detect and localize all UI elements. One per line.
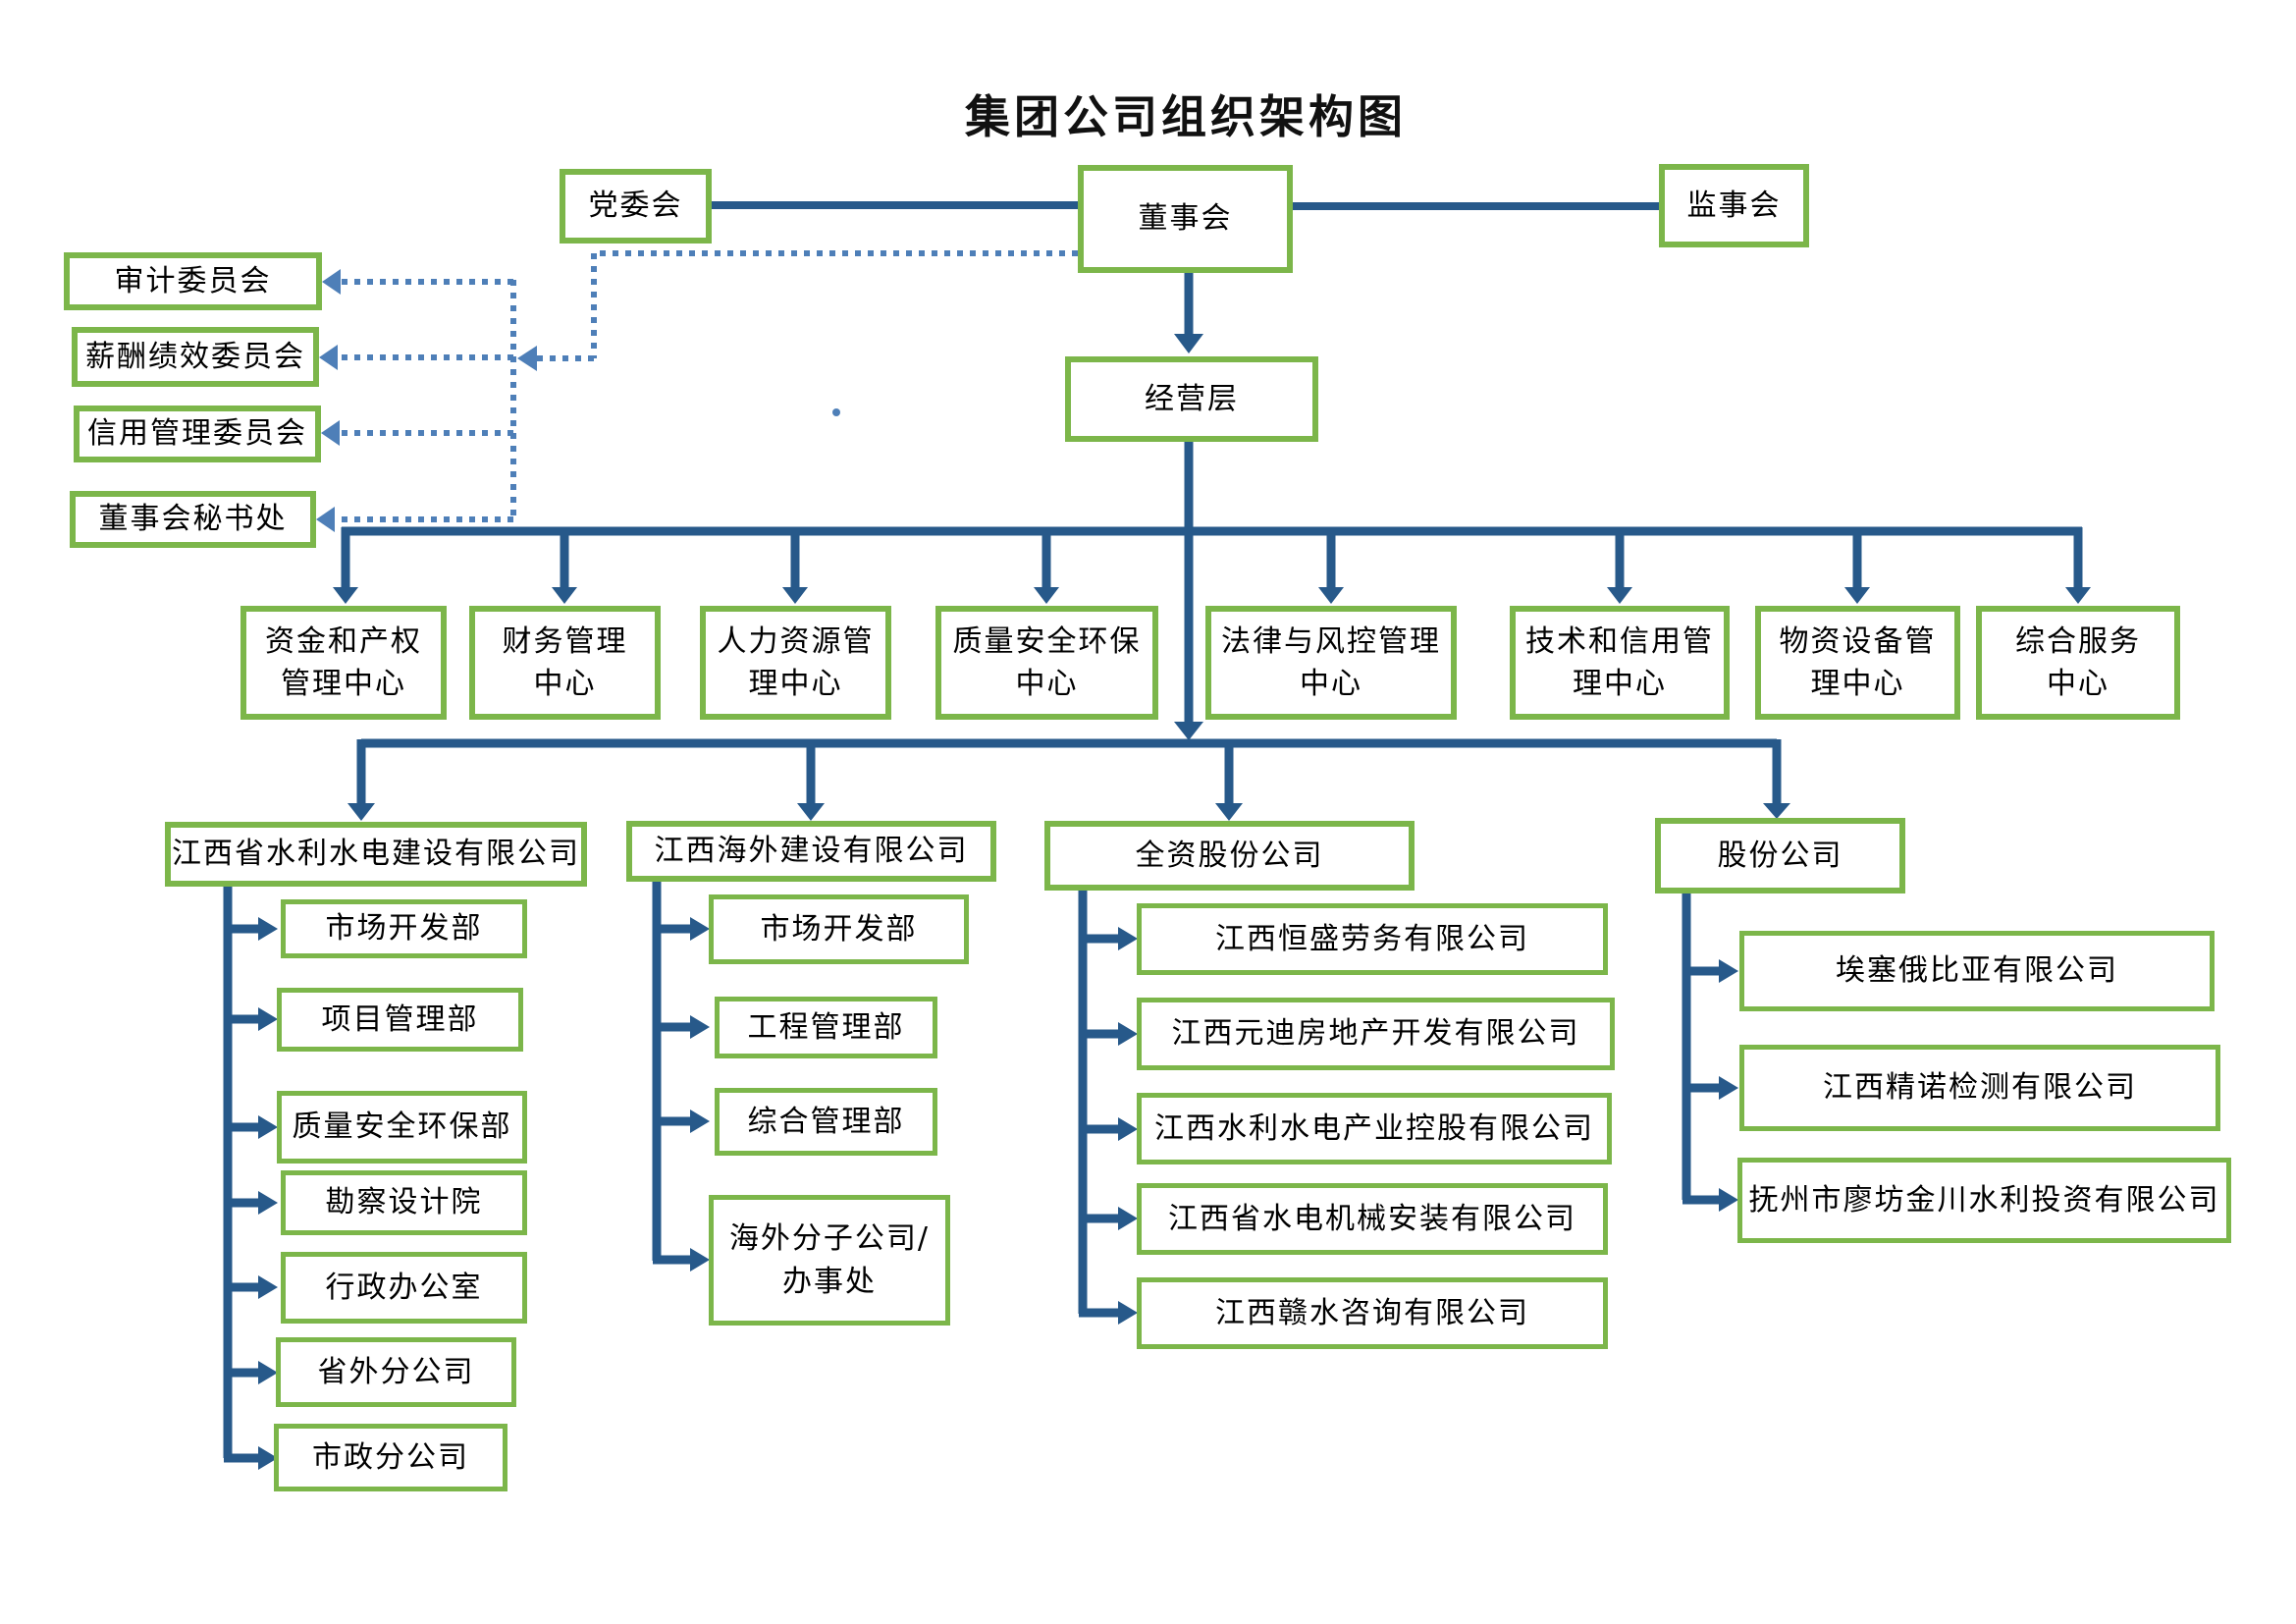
box-quality-safety-environment-dept: 质量安全环保部 xyxy=(277,1091,527,1164)
box-party-committee: 党委会 xyxy=(560,169,712,244)
box-market-development-dept-1: 市场开发部 xyxy=(281,899,527,958)
subsidiaries-drop-arrows xyxy=(347,739,1790,821)
arrowhead xyxy=(1174,722,1203,740)
box-credit-management-committee: 信用管理委员会 xyxy=(74,406,321,462)
arrowhead xyxy=(517,346,537,371)
arrowhead xyxy=(1174,334,1203,353)
box-hydropower-machinery-installation-company: 江西省水电机械安装有限公司 xyxy=(1137,1183,1608,1255)
box-board-secretariat: 董事会秘书处 xyxy=(70,491,316,548)
box-center-legal-risk: 法律与风控管理 中心 xyxy=(1205,606,1457,720)
box-survey-design-institute: 勘察设计院 xyxy=(281,1170,527,1235)
box-center-materials-equipment: 物资设备管 理中心 xyxy=(1755,606,1960,720)
box-shareholding-companies: 股份公司 xyxy=(1655,818,1905,893)
box-supervisory-board: 监事会 xyxy=(1659,164,1809,247)
stray-dot xyxy=(832,408,840,416)
solid-connectors xyxy=(223,201,2091,1470)
box-overseas-subsidiaries-offices: 海外分子公司/ 办事处 xyxy=(709,1195,950,1326)
box-center-general-services: 综合服务 中心 xyxy=(1976,606,2180,720)
box-ganshui-consulting-company: 江西赣水咨询有限公司 xyxy=(1137,1277,1608,1349)
box-ethiopia-company: 埃塞俄比亚有限公司 xyxy=(1739,931,2215,1011)
box-hengsheng-labor-company: 江西恒盛劳务有限公司 xyxy=(1137,903,1608,975)
column1-branch xyxy=(223,887,278,1470)
box-center-human-resources: 人力资源管 理中心 xyxy=(700,606,891,720)
box-fuzhou-liaofang-jinchuan-investment-company: 抚州市廖坊金川水利投资有限公司 xyxy=(1737,1158,2231,1243)
page-title: 集团公司组织架构图 xyxy=(965,90,1407,143)
box-water-conservancy-industry-holding-company: 江西水利水电产业控股有限公司 xyxy=(1137,1093,1612,1164)
column2-branch xyxy=(652,880,710,1272)
box-compensation-performance-committee: 薪酬绩效委员会 xyxy=(72,327,319,387)
box-audit-committee: 审计委员会 xyxy=(64,252,322,310)
box-yuandi-real-estate-company: 江西元迪房地产开发有限公司 xyxy=(1137,998,1615,1070)
box-out-of-province-branch: 省外分公司 xyxy=(276,1337,516,1407)
dotted-connectors xyxy=(316,250,1078,532)
box-center-finance: 财务管理 中心 xyxy=(469,606,661,720)
box-center-funds-property: 资金和产权 管理中心 xyxy=(240,606,447,720)
box-subsidiary-overseas-construction: 江西海外建设有限公司 xyxy=(626,821,996,882)
box-engineering-management-dept: 工程管理部 xyxy=(715,997,937,1058)
box-market-development-dept-2: 市场开发部 xyxy=(709,894,969,964)
centers-drop-arrows xyxy=(333,527,2091,604)
box-center-technology-credit: 技术和信用管 理中心 xyxy=(1510,606,1730,720)
box-administrative-office: 行政办公室 xyxy=(281,1252,527,1324)
box-municipal-branch: 市政分公司 xyxy=(274,1424,507,1491)
box-management-layer: 经营层 xyxy=(1065,356,1318,442)
box-project-management-dept: 项目管理部 xyxy=(277,988,523,1052)
column3-branch xyxy=(1078,889,1138,1325)
box-board-of-directors: 董事会 xyxy=(1078,165,1293,273)
box-subsidiary-water-conservancy-construction: 江西省水利水电建设有限公司 xyxy=(165,822,587,887)
box-center-quality-safety-environment: 质量安全环保 中心 xyxy=(935,606,1158,720)
column4-branch xyxy=(1682,892,1738,1212)
box-wholly-owned-companies: 全资股份公司 xyxy=(1044,821,1415,891)
box-jingnuo-testing-company: 江西精诺检测有限公司 xyxy=(1739,1045,2220,1131)
box-general-management-dept: 综合管理部 xyxy=(715,1088,937,1156)
